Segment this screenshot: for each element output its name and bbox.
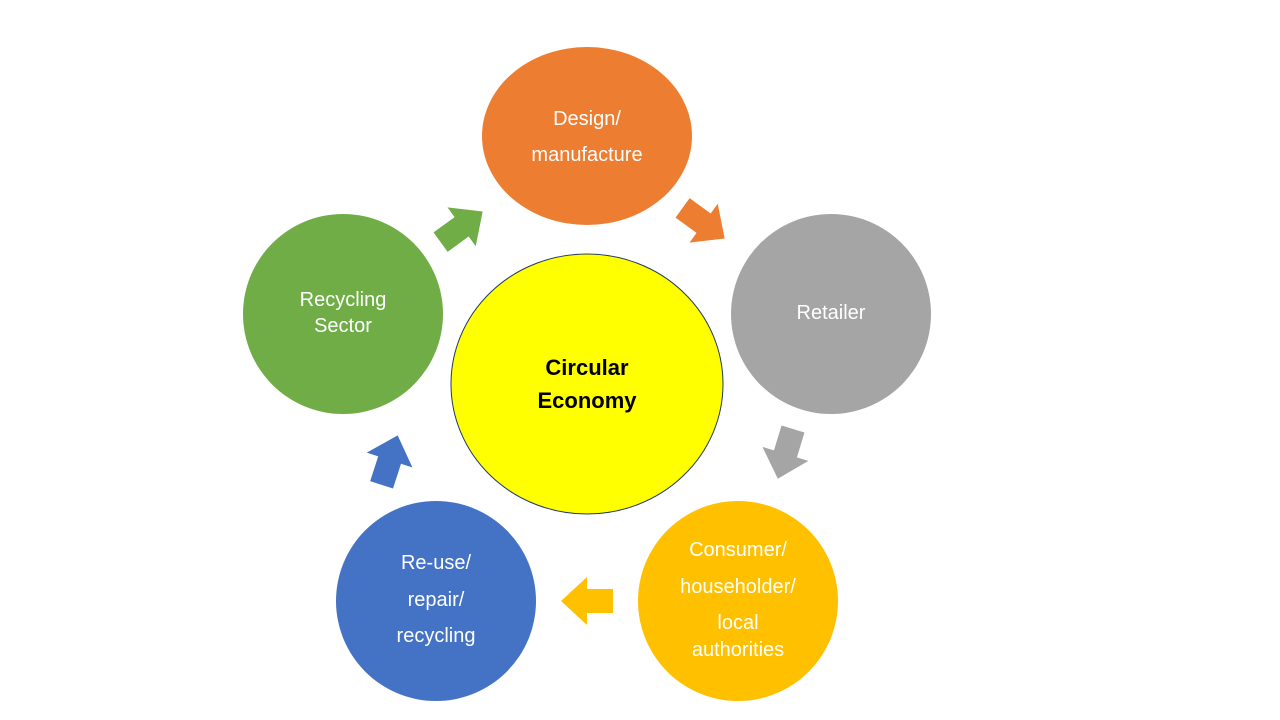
node-retailer-line-1: Retailer <box>797 302 866 324</box>
node-recycling-circle <box>243 214 443 414</box>
arrow-reuse-to-recycling-shape <box>366 435 413 489</box>
node-reuse-line-2: repair/ <box>408 589 465 611</box>
arrow-recycling-to-design <box>433 207 483 252</box>
node-consumer: Consumer/ householder/ local authorities <box>638 501 838 701</box>
node-retailer-circle <box>731 214 931 414</box>
node-design-circle <box>482 47 692 225</box>
node-reuse-circle <box>336 501 536 701</box>
arrow-retailer-to-consumer <box>762 425 809 479</box>
arrow-design-to-retailer-shape <box>675 198 725 243</box>
arrow-retailer-to-consumer-shape <box>762 425 809 479</box>
arrow-consumer-to-reuse-shape <box>561 577 613 625</box>
node-consumer-line-3: local <box>717 612 758 634</box>
node-consumer-line-1: Consumer/ <box>689 539 787 561</box>
node-design-line-2: manufacture <box>531 144 642 166</box>
node-design: Design/ manufacture <box>482 47 692 225</box>
node-design-line-1: Design/ <box>553 108 621 130</box>
arrow-reuse-to-recycling <box>366 435 413 489</box>
node-reuse-line-1: Re-use/ <box>401 552 471 574</box>
node-recycling: Recycling Sector <box>243 214 443 414</box>
center-label-line-2: Economy <box>537 388 637 413</box>
arrow-consumer-to-reuse <box>561 577 613 625</box>
center-label-line-1: Circular <box>545 355 629 380</box>
node-consumer-line-2: householder/ <box>680 576 796 598</box>
node-recycling-line-2: Sector <box>314 315 372 337</box>
center-circle <box>450 253 724 515</box>
node-reuse-line-3: recycling <box>397 625 476 647</box>
center-node: Circular Economy <box>450 253 724 515</box>
arrow-design-to-retailer <box>675 198 725 243</box>
arrow-recycling-to-design-shape <box>433 207 483 252</box>
node-consumer-circle <box>638 501 838 701</box>
node-retailer: Retailer <box>731 214 931 414</box>
node-consumer-line-4: authorities <box>692 639 784 661</box>
node-recycling-line-1: Recycling <box>300 289 387 311</box>
node-reuse: Re-use/ repair/ recycling <box>336 501 536 701</box>
